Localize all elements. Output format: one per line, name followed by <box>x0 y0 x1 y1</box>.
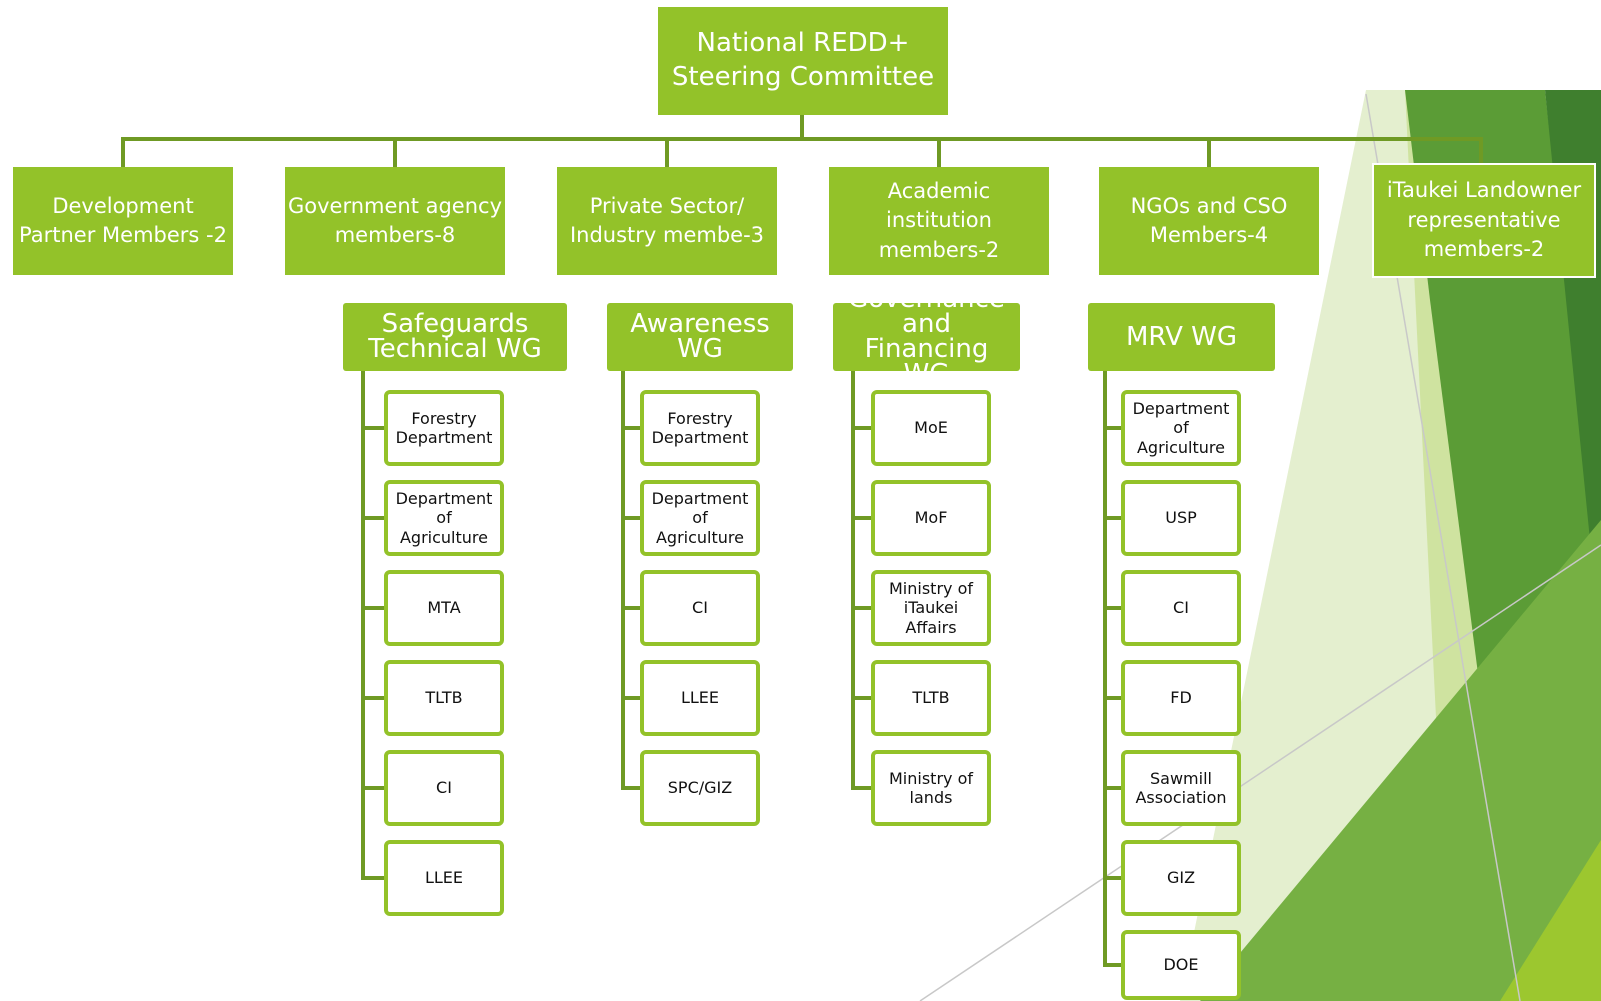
safeguards-item: CI <box>384 750 504 826</box>
awareness-item: SPC/GIZ <box>640 750 760 826</box>
safeguards-item: Department of Agriculture <box>384 480 504 556</box>
mrv-item: Sawmill Association <box>1121 750 1241 826</box>
steering-committee-box: National REDD+ Steering Committee <box>658 7 948 115</box>
group-box-academic-institution: Academic institution members-2 <box>829 167 1049 275</box>
governance-item: Ministry of lands <box>871 750 991 826</box>
governance-item: MoF <box>871 480 991 556</box>
decor-facet-bright <box>1500 840 1601 1001</box>
wg-header-awareness: Awareness WG <box>607 303 793 371</box>
group-box-itaukei-landowner: iTaukei Landowner representative members… <box>1372 163 1596 278</box>
group-box-private-sector: Private Sector/ Industry membe-3 <box>557 167 777 275</box>
governance-item: TLTB <box>871 660 991 736</box>
governance-item: MoE <box>871 390 991 466</box>
mrv-item: CI <box>1121 570 1241 646</box>
group-box-development-partners: Development Partner Members -2 <box>13 167 233 275</box>
mrv-item: GIZ <box>1121 840 1241 916</box>
governance-item: Ministry of iTaukei Affairs <box>871 570 991 646</box>
safeguards-item: Forestry Department <box>384 390 504 466</box>
mrv-item: FD <box>1121 660 1241 736</box>
mrv-item: DOE <box>1121 930 1241 1000</box>
safeguards-item: MTA <box>384 570 504 646</box>
safeguards-item: LLEE <box>384 840 504 916</box>
wg-header-governance-financing: Governance and Financing WG <box>833 303 1020 371</box>
wg-header-safeguards: Safeguards Technical WG <box>343 303 567 371</box>
awareness-item: Department of Agriculture <box>640 480 760 556</box>
awareness-item: CI <box>640 570 760 646</box>
awareness-item: LLEE <box>640 660 760 736</box>
awareness-item: Forestry Department <box>640 390 760 466</box>
mrv-item: Department of Agriculture <box>1121 390 1241 466</box>
group-box-ngos-cso: NGOs and CSO Members-4 <box>1099 167 1319 275</box>
decor-line-2 <box>919 544 1601 1001</box>
safeguards-item: TLTB <box>384 660 504 736</box>
decor-facet-mid-green <box>1200 520 1601 1001</box>
wg-header-mrv: MRV WG <box>1088 303 1275 371</box>
group-box-government-agency: Government agency members-8 <box>285 167 505 275</box>
mrv-item: USP <box>1121 480 1241 556</box>
